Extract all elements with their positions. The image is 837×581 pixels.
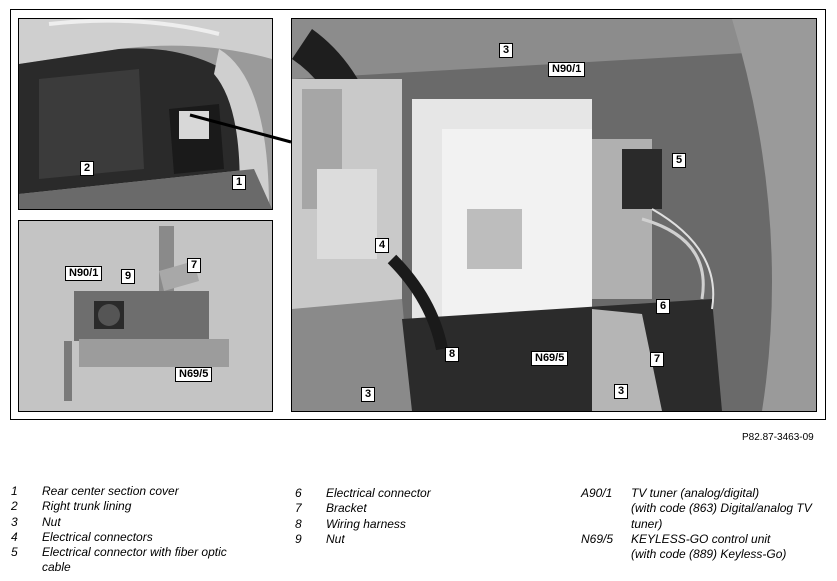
- callout-label: 3: [361, 387, 376, 402]
- legend-item-continued: (with code (889) Keyless-Go): [581, 547, 831, 562]
- legend-text: KEYLESS-GO control unit: [631, 531, 771, 546]
- figure-code: P82.87-3463-09: [742, 432, 814, 443]
- legend-item: 8 Wiring harness: [295, 517, 555, 532]
- legend-item: N69/5 KEYLESS-GO control unit: [581, 532, 831, 547]
- legend-item: A90/1 TV tuner (analog/digital): [581, 486, 831, 501]
- legend-text: Bracket: [326, 501, 367, 516]
- legend-item-continued: tuner): [581, 517, 831, 532]
- callout-label: 7: [650, 352, 665, 367]
- callout-label: 4: [375, 238, 390, 253]
- legend-num: 6: [295, 486, 302, 500]
- legend-item: 6 Electrical connector: [295, 486, 555, 501]
- callout-label: 5: [672, 153, 687, 168]
- legend-text: (with code (863) Digital/analog TV: [631, 501, 812, 516]
- callout-label: 8: [445, 347, 460, 362]
- legend-text: (with code (889) Keyless-Go): [631, 547, 787, 562]
- legend-num: 3: [11, 514, 18, 529]
- legend-num: 2: [11, 499, 18, 514]
- legend-item: 1 Rear center section cover: [11, 484, 271, 499]
- callout-label: 6: [656, 299, 671, 314]
- component-closeup-photo: [18, 220, 273, 412]
- legend-item-continued: cable: [11, 560, 271, 575]
- callout-label: 2: [80, 161, 95, 176]
- legend-text: Right trunk lining: [42, 499, 132, 514]
- legend-text: tuner): [631, 516, 663, 531]
- legend-item: 3 Nut: [11, 515, 271, 530]
- legend-text: Electrical connector with fiber optic: [42, 545, 227, 560]
- legend-text: TV tuner (analog/digital): [631, 486, 760, 500]
- legend-column-1: 1 Rear center section cover 2 Right trunk …: [11, 484, 271, 576]
- legend-item: 2 Right trunk lining: [11, 499, 271, 514]
- figure-frame: [10, 9, 826, 420]
- legend-item: 4 Electrical connectors: [11, 530, 271, 545]
- legend-text: Nut: [42, 514, 61, 529]
- legend-num: 7: [295, 501, 302, 516]
- legend-text: Electrical connector: [326, 486, 431, 500]
- legend-text: Electrical connectors: [42, 529, 153, 544]
- callout-label: 9: [121, 269, 136, 284]
- legend-item: 9 Nut: [295, 532, 555, 547]
- legend-item: 5 Electrical connector with fiber optic: [11, 545, 271, 560]
- legend-num: 8: [295, 516, 302, 531]
- legend-item: 7 Bracket: [295, 501, 555, 516]
- callout-label: 3: [499, 43, 514, 58]
- legend-column-2: 6 Electrical connector 7 Bracket 8 Wiring h…: [295, 486, 555, 547]
- legend-text: Wiring harness: [326, 516, 406, 531]
- legend-num: 1: [11, 484, 18, 498]
- callout-label: 3: [614, 384, 629, 399]
- legend-num: 9: [295, 531, 302, 546]
- legend-num: A90/1: [581, 486, 613, 500]
- callout-label: 7: [187, 258, 202, 273]
- callout-label: N90/1: [65, 266, 103, 281]
- legend-item-continued: (with code (863) Digital/analog TV: [581, 501, 831, 516]
- callout-label: N69/5: [531, 351, 569, 366]
- callout-label: N69/5: [175, 367, 213, 382]
- main-installation-photo: [291, 18, 817, 412]
- legend-column-3: A90/1 TV tuner (analog/digital) (with cod…: [581, 486, 831, 562]
- legend-text: Nut: [326, 531, 345, 546]
- legend-num: 5: [11, 545, 18, 560]
- callout-label: 1: [232, 175, 247, 190]
- legend-text: cable: [42, 560, 71, 575]
- legend-num: N69/5: [581, 531, 614, 546]
- legend-num: 4: [11, 529, 18, 544]
- legend-text: Rear center section cover: [42, 484, 179, 498]
- callout-label: N90/1: [548, 62, 586, 77]
